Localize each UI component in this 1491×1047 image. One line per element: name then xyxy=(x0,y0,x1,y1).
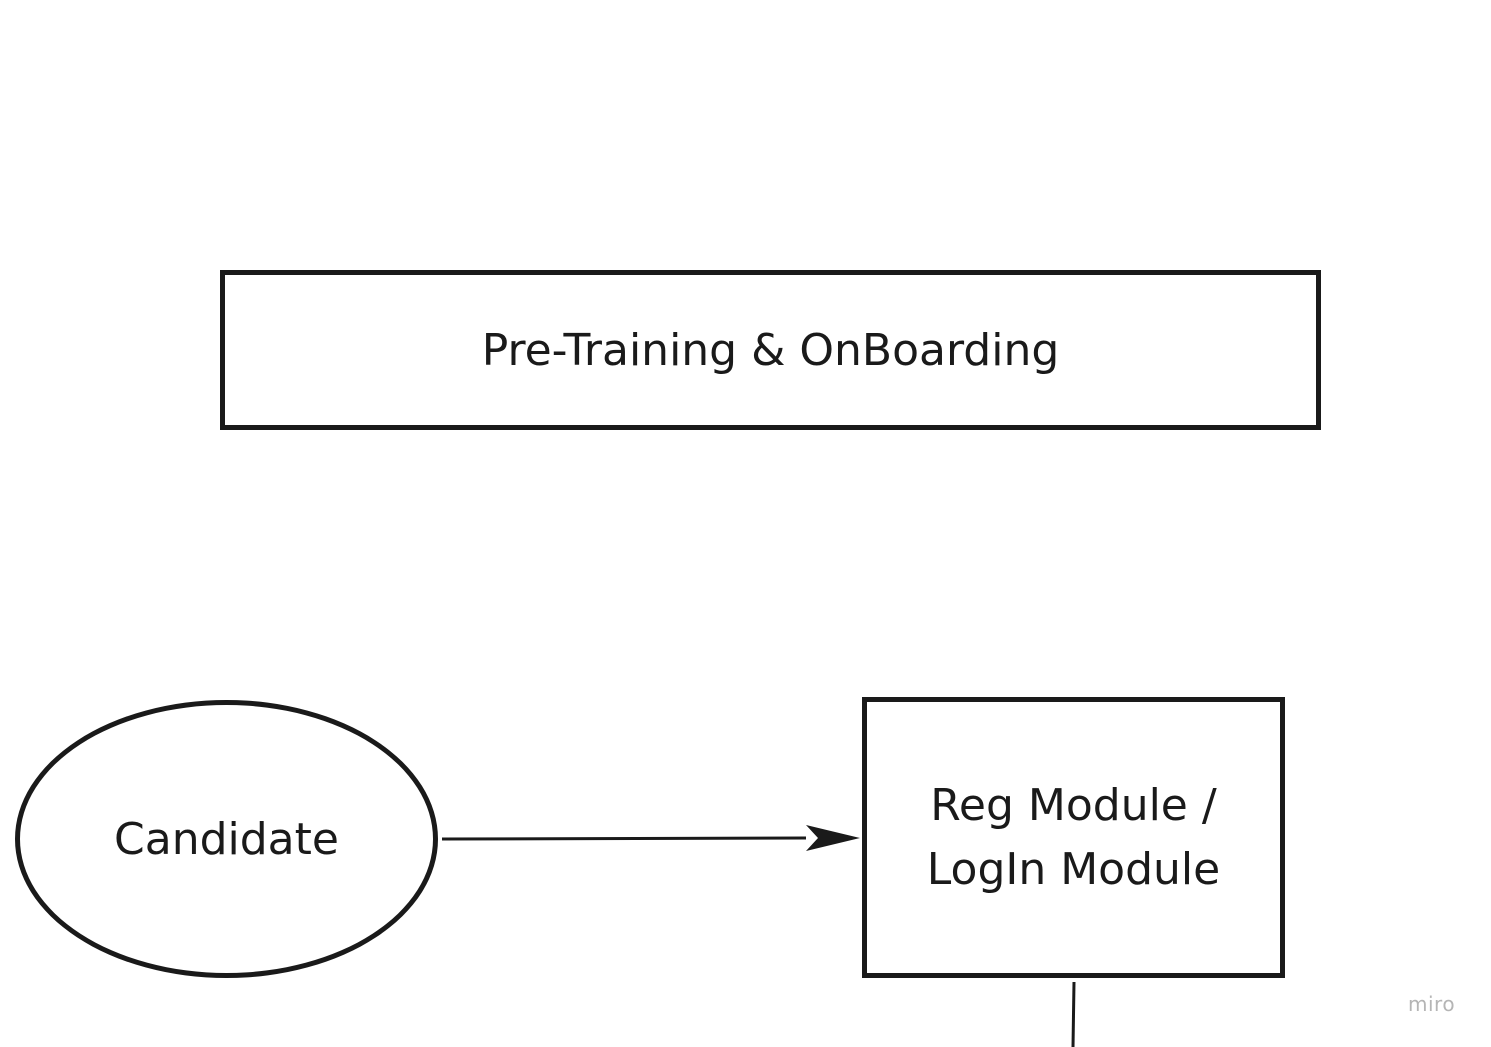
reg-login-module-text: Reg Module / LogIn Module xyxy=(927,774,1220,902)
header-process-box[interactable]: Pre-Training & OnBoarding xyxy=(220,270,1321,430)
arrowhead-icon xyxy=(806,825,860,851)
candidate-entity-ellipse[interactable]: Candidate xyxy=(15,700,438,978)
reg-login-module-box[interactable]: Reg Module / LogIn Module xyxy=(862,697,1285,978)
miro-watermark: miro xyxy=(1408,992,1456,1016)
login-module-label: LogIn Module xyxy=(926,843,1221,895)
reg-module-label: Reg Module / xyxy=(930,779,1217,831)
header-process-label: Pre-Training & OnBoarding xyxy=(481,324,1060,376)
edge-candidate-to-reg-module xyxy=(441,836,807,841)
candidate-label: Candidate xyxy=(114,813,339,865)
edge-reg-module-down xyxy=(1071,981,1076,1047)
